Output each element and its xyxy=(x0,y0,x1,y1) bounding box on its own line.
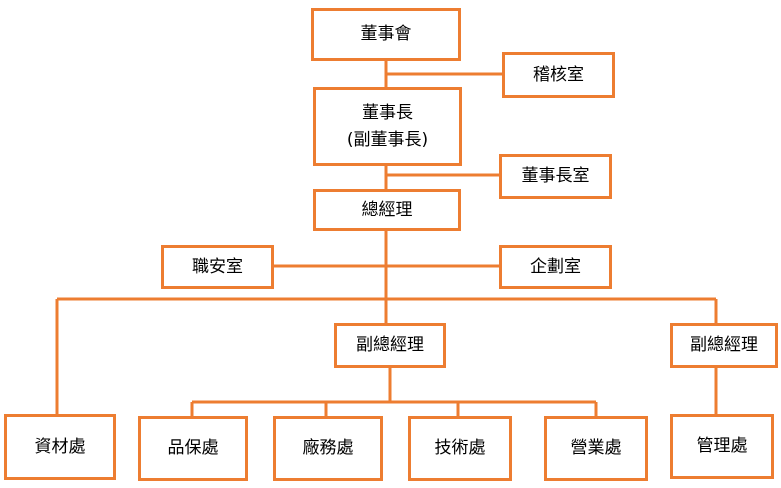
chairman-office-box: 董事長室 xyxy=(499,154,612,199)
quality-dept-label: 品保處 xyxy=(167,438,219,459)
materials-dept-label: 資材處 xyxy=(34,436,86,457)
management-dept-box: 管理處 xyxy=(670,414,774,479)
deputy-gm-right-label: 副總經理 xyxy=(690,335,758,356)
quality-dept-box: 品保處 xyxy=(138,416,248,481)
vice-chairman-label: (副董事長) xyxy=(346,129,429,150)
audit-office-label: 稽核室 xyxy=(533,64,584,85)
plant-affairs-dept-box: 廠務處 xyxy=(273,416,383,481)
deputy-gm-left-label: 副總經理 xyxy=(356,335,424,356)
deputy-gm-right-box: 副總經理 xyxy=(670,323,778,368)
management-dept-label: 管理處 xyxy=(696,436,748,457)
chairman-label: 董事長 xyxy=(362,103,413,124)
materials-dept-box: 資材處 xyxy=(4,414,116,480)
planning-office-label: 企劃室 xyxy=(530,256,581,277)
sales-dept-box: 營業處 xyxy=(544,416,648,481)
board-label: 董事會 xyxy=(360,24,412,45)
safety-office-label: 職安室 xyxy=(192,256,243,277)
deputy-gm-left-box: 副總經理 xyxy=(334,323,446,368)
chairman-box: 董事長 (副董事長) xyxy=(313,87,462,166)
technology-dept-box: 技術處 xyxy=(408,416,512,481)
plant-affairs-dept-label: 廠務處 xyxy=(302,438,354,459)
technology-dept-label: 技術處 xyxy=(434,438,486,459)
audit-office-box: 稽核室 xyxy=(502,52,615,98)
general-manager-box: 總經理 xyxy=(313,189,461,231)
sales-dept-label: 營業處 xyxy=(570,438,622,459)
chairman-office-label: 董事長室 xyxy=(521,166,590,187)
general-manager-label: 總經理 xyxy=(361,199,413,220)
safety-office-box: 職安室 xyxy=(161,245,274,289)
planning-office-box: 企劃室 xyxy=(499,245,612,289)
board-box: 董事會 xyxy=(311,8,461,61)
